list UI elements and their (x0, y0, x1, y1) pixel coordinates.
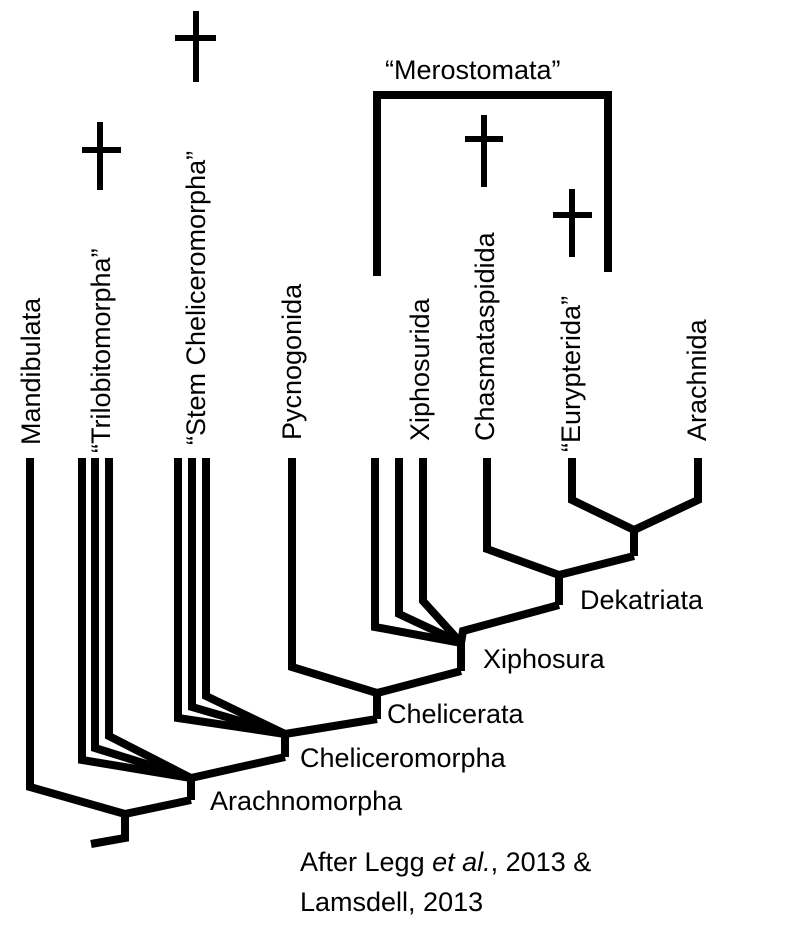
taxon-label-eurypterida: “Eurypterida” (556, 296, 586, 452)
tree-branches (26, 458, 702, 848)
citation-line-1: After Legg et al., 2013 & (300, 847, 591, 877)
dagger-icon (175, 11, 216, 82)
taxon-label-trilobitomorpha: “Trilobitomorpha” (86, 248, 116, 453)
taxon-label-chasmataspidida: Chasmataspidida (470, 231, 500, 441)
dagger-icon (465, 115, 503, 187)
clade-label-dekatriata: Dekatriata (580, 585, 704, 615)
dagger-icon (553, 189, 592, 257)
taxon-label-pycnogonida: Pycnogonida (277, 283, 307, 440)
dagger-icon (82, 122, 121, 190)
clade-label-cheliceromorpha: Cheliceromorpha (300, 743, 507, 773)
clade-label-chelicerata: Chelicerata (387, 699, 525, 729)
taxon-label-arachnida: Arachnida (682, 318, 712, 441)
taxon-label-xiphosurida: Xiphosurida (405, 297, 435, 441)
clade-label-xiphosura: Xiphosura (483, 644, 606, 674)
taxon-label-stem-cheliceromorpha: “Stem Cheliceromorpha” (181, 151, 211, 445)
citation-line-2: Lamsdell, 2013 (300, 887, 483, 917)
clade-label-arachnomorpha: Arachnomorpha (210, 786, 403, 816)
merostomata-bracket (373, 91, 612, 276)
taxon-label-mandibulata: Mandibulata (16, 297, 46, 445)
merostomata-label: “Merostomata” (385, 55, 561, 85)
